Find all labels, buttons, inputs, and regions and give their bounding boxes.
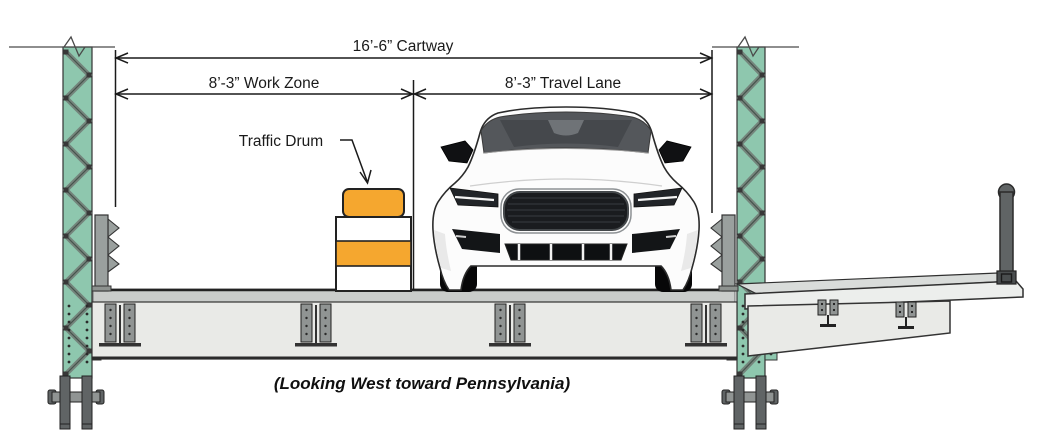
- car-shading-left: [434, 230, 451, 271]
- leader-arrowhead: [359, 169, 372, 185]
- left-barrier-post: [91, 214, 120, 292]
- leader-line: [340, 139, 368, 182]
- travel-lane-dimension-label: 8’-3” Travel Lane: [505, 75, 621, 92]
- work-zone-dimension-label: 8’-3” Work Zone: [209, 75, 320, 92]
- car-right-mirror: [658, 140, 692, 164]
- traffic-drum: [335, 188, 412, 292]
- dimension-cartway: 16’-6” Cartway: [114, 38, 714, 213]
- car-grille: [503, 191, 629, 231]
- right-barrier-post: [710, 214, 739, 292]
- traffic-drum-label: Traffic Drum: [239, 133, 323, 150]
- stiffener-pair: [99, 303, 141, 347]
- break-line: [9, 35, 115, 58]
- car-lower-grille: [504, 243, 628, 261]
- car: [432, 106, 700, 292]
- view-caption: (Looking West toward Pennsylvania): [274, 374, 571, 393]
- deck-stiffeners: [99, 303, 727, 347]
- traffic-drum-callout: Traffic Drum: [239, 133, 372, 185]
- stiffener-pair: [489, 303, 531, 347]
- walkway-bearing-2: [895, 301, 917, 329]
- bridge-deck: [91, 288, 738, 360]
- left-pin-support: [47, 375, 105, 430]
- truss-node-pins: [63, 49, 92, 377]
- railing-post: [996, 183, 1017, 285]
- stiffener-pair: [685, 303, 727, 347]
- car-right-intake: [632, 229, 680, 253]
- car-left-mirror: [440, 140, 474, 164]
- car-rearview-mirror: [548, 120, 584, 136]
- cantilever-walkway: [734, 183, 1024, 357]
- stiffener-pair: [295, 303, 337, 347]
- break-line: [712, 35, 799, 58]
- car-shading-right: [681, 230, 698, 271]
- car-left-intake: [452, 229, 500, 253]
- car-hood-crease: [469, 178, 663, 187]
- walkway-bearing-1: [817, 299, 839, 327]
- right-pin-support: [721, 375, 779, 430]
- cartway-dimension-label: 16’-6” Cartway: [353, 38, 454, 55]
- dimension-lanes: 8’-3” Work Zone 8’-3” Travel Lane: [114, 75, 714, 290]
